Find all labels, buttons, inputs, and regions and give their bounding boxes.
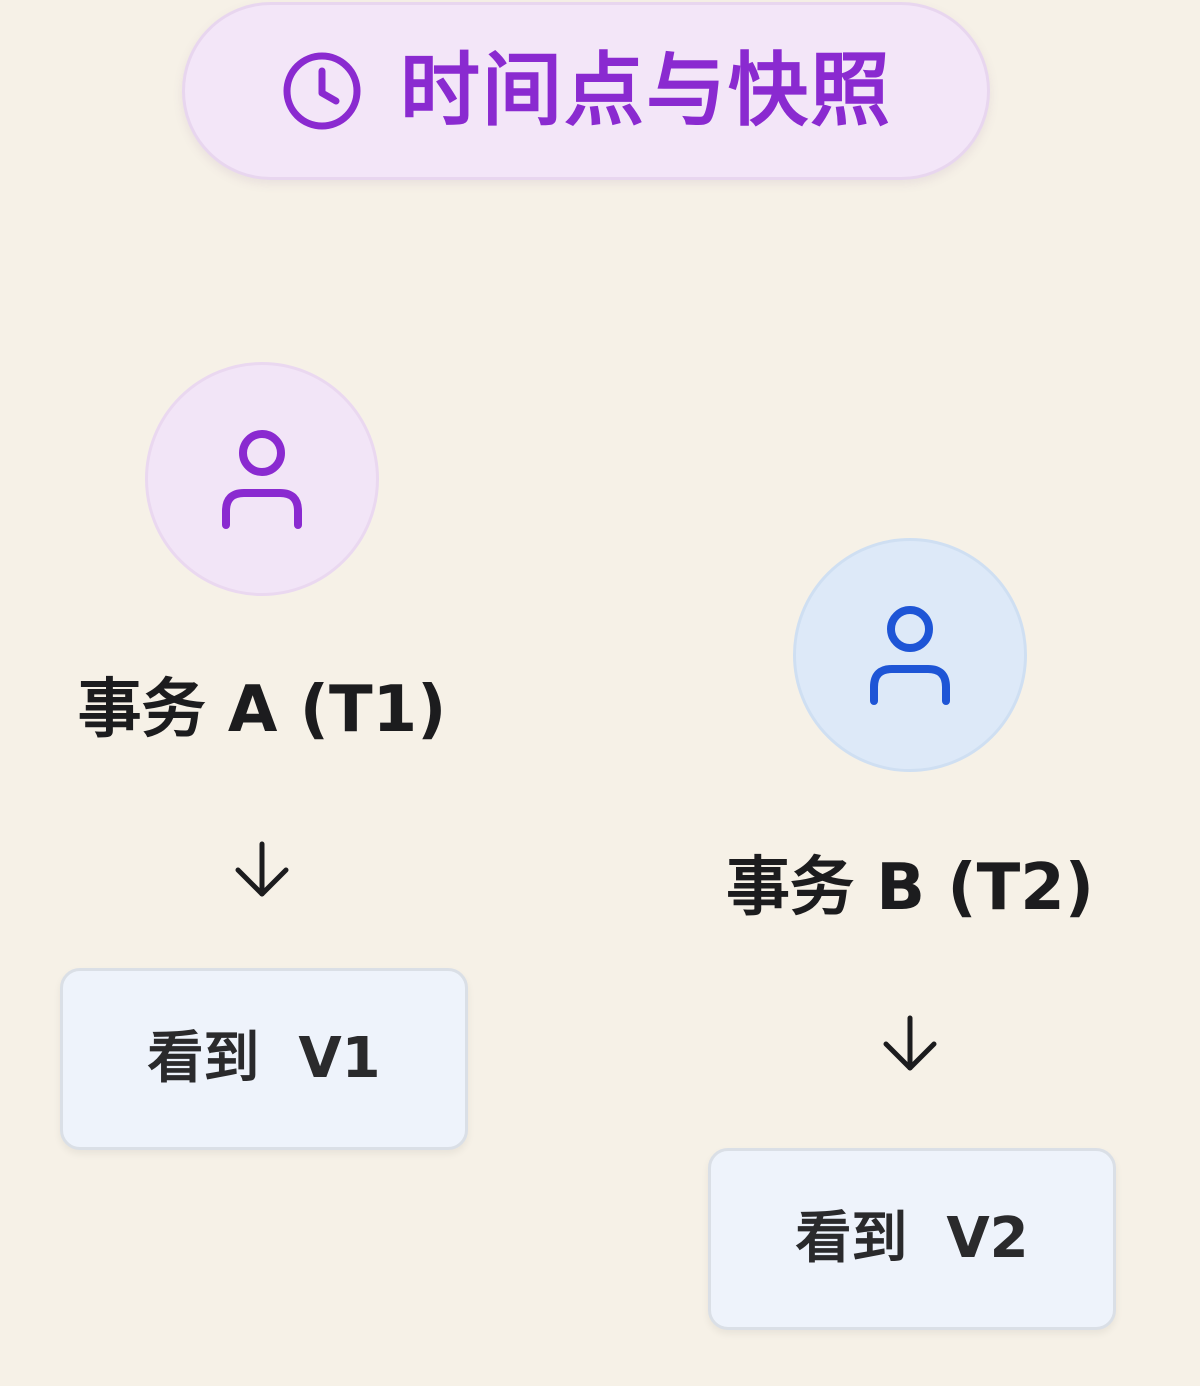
transaction-b-result-box: 看到 V2 bbox=[708, 1148, 1116, 1330]
clock-icon bbox=[283, 52, 361, 130]
page-title: 时间点与快照 bbox=[400, 44, 892, 137]
transaction-a-result: 看到 V1 bbox=[147, 1026, 381, 1091]
transaction-b-label: 事务 B (T2) bbox=[725, 851, 1095, 925]
arrow-down-icon bbox=[235, 841, 289, 897]
user-icon bbox=[222, 430, 302, 529]
transaction-b-result: 看到 V2 bbox=[795, 1206, 1029, 1271]
transaction-a-result-box: 看到 V1 bbox=[60, 968, 468, 1150]
arrow-down-icon bbox=[883, 1015, 937, 1071]
title-pill: 时间点与快照 bbox=[182, 2, 990, 180]
transaction-a-avatar bbox=[145, 362, 379, 596]
transaction-b-avatar bbox=[793, 538, 1027, 772]
user-icon bbox=[870, 606, 950, 705]
transaction-a-label: 事务 A (T1) bbox=[77, 673, 447, 747]
